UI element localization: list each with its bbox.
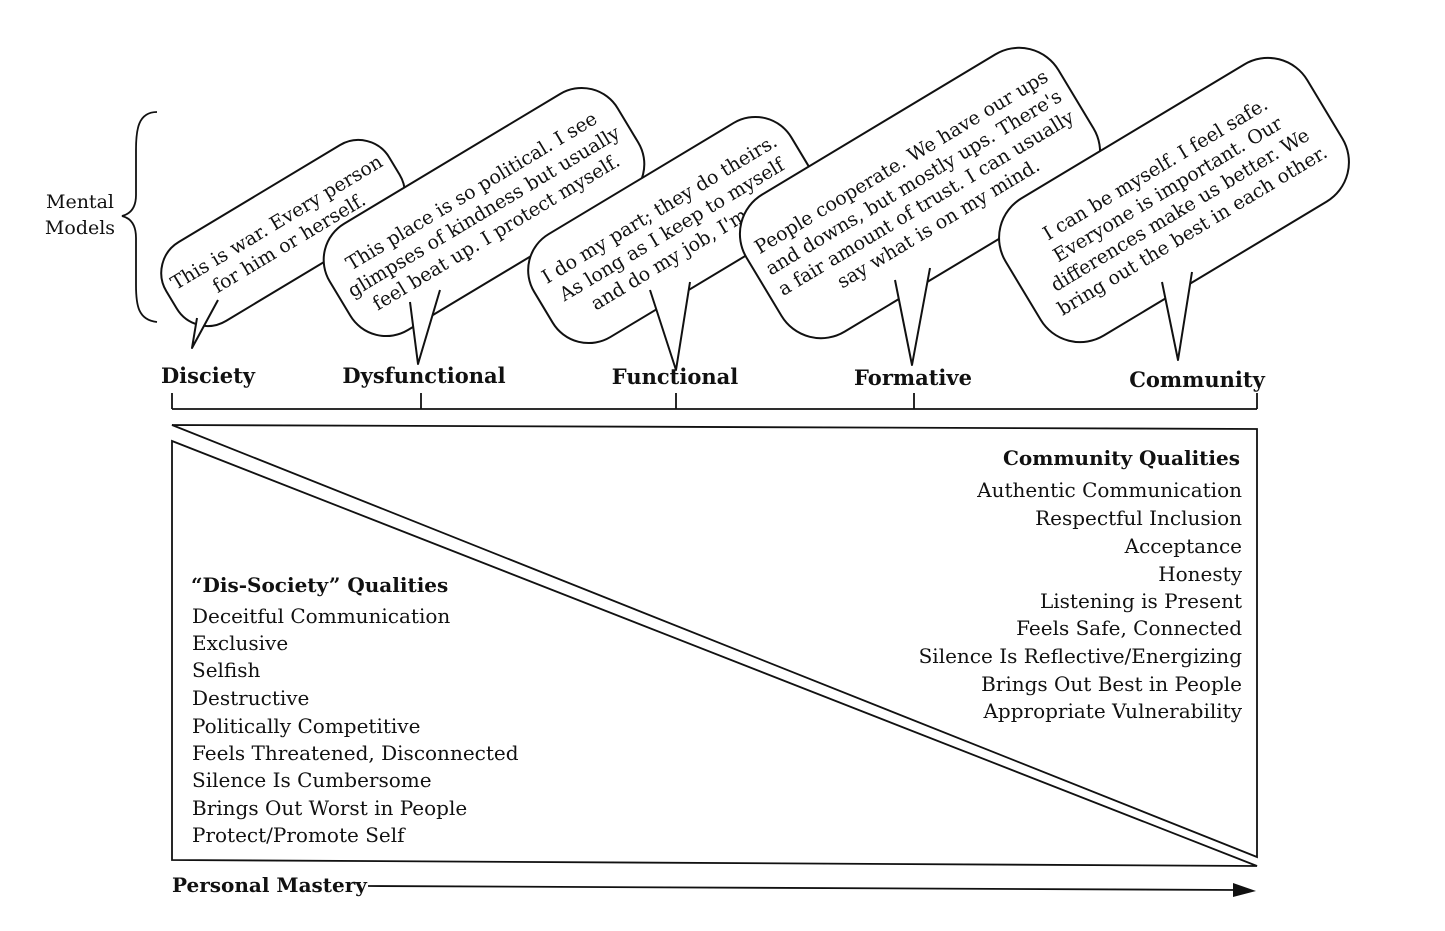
community-quality-item: Listening is Present (1040, 589, 1242, 613)
community-quality-item: Authentic Communication (976, 478, 1242, 502)
personal-mastery-label: Personal Mastery (172, 873, 368, 897)
personal-mastery-arrow-line (367, 885, 1239, 891)
dis-society-quality-item: Politically Competitive (192, 714, 420, 738)
stage-label-functional: Functional (612, 364, 738, 389)
community-qualities-triangle (171, 424, 1258, 859)
dis-society-quality-item: Silence Is Cumbersome (192, 768, 432, 792)
mental-models-label-line1: Mental (46, 191, 114, 213)
community-quality-item: Brings Out Best in People (981, 672, 1242, 696)
community-quality-item: Acceptance (1124, 534, 1242, 558)
dis-society-quality-item: Feels Threatened, Disconnected (192, 741, 519, 765)
dis-society-quality-item: Deceitful Communication (192, 604, 450, 628)
community-qualities-title: Community Qualities (1003, 446, 1240, 470)
dis-society-quality-item: Exclusive (192, 631, 288, 655)
stage-label-community: Community (1129, 367, 1265, 392)
community-quality-item: Honesty (1158, 562, 1243, 586)
personal-mastery-arrowhead (1233, 883, 1256, 897)
mental-models-brace (121, 111, 158, 323)
stage-scale (171, 393, 1258, 410)
mental-models-label-line2: Models (45, 217, 115, 239)
stage-label-dysfunctional: Dysfunctional (342, 363, 505, 388)
community-qualities-list: Community Qualities Authentic Communicat… (919, 446, 1243, 723)
dis-society-quality-item: Destructive (192, 686, 309, 710)
dis-society-qualities-triangle (171, 439, 1258, 867)
stage-label-formative: Formative (854, 365, 972, 390)
community-quality-item: Feels Safe, Connected (1016, 616, 1242, 640)
dis-society-quality-item: Selfish (192, 658, 261, 682)
community-quality-item: Respectful Inclusion (1035, 506, 1242, 530)
dis-society-qualities-list: “Dis-Society” Qualities Deceitful Commun… (191, 573, 519, 847)
dis-society-quality-item: Protect/Promote Self (192, 823, 406, 847)
stage-label-disciety: Disciety (161, 363, 256, 388)
dis-society-qualities-title: “Dis-Society” Qualities (191, 573, 448, 597)
community-quality-item: Silence Is Reflective/Energizing (919, 644, 1243, 668)
community-quality-item: Appropriate Vulnerability (982, 699, 1242, 723)
dis-society-quality-item: Brings Out Worst in People (192, 796, 467, 820)
